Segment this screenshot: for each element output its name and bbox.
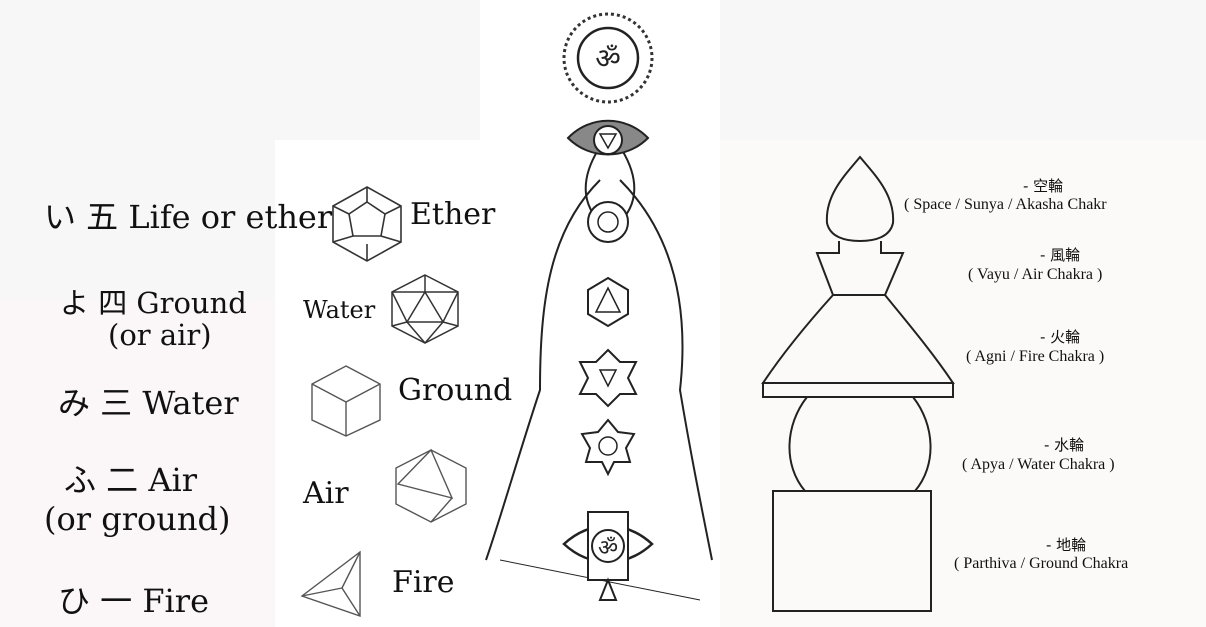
stupa-label-ground-jp: - 地輪 (1046, 534, 1086, 555)
left-item-fire: ひ 一 Fire (58, 576, 209, 622)
air-cap-shape (817, 241, 903, 295)
water-sphere-shape (789, 397, 930, 491)
left-item-water: み 三 Water (58, 378, 239, 424)
tetrahedron-icon (298, 550, 364, 620)
left-item-air: ふ 二 Air (64, 455, 197, 501)
stupa-label-fire-jp: - 火輪 (1040, 326, 1080, 347)
stupa-label-water-en: ( Apya / Water Chakra ) (962, 456, 1115, 474)
cube-icon (310, 364, 382, 438)
stupa-label-ground-en: ( Parthiva / Ground Chakra (954, 555, 1128, 573)
octahedron-icon (394, 448, 468, 524)
ground-cube-shape (773, 491, 931, 611)
svg-text:ॐ: ॐ (595, 42, 621, 75)
third-eye-chakra-icon (568, 121, 648, 155)
left-item-air-note: (or ground) (44, 500, 230, 538)
sacral-chakra-icon (582, 420, 634, 474)
stupa-label-space-en: ( Space / Sunya / Akasha Chakr (904, 196, 1107, 214)
dodecahedron-icon (327, 184, 407, 264)
stupa-label-air-jp: - 風輪 (1040, 244, 1080, 265)
chakra-figure: ॐ ॐ (480, 0, 720, 627)
fire-roof-shape (763, 295, 953, 383)
fire-roof-base (763, 383, 953, 397)
label-fire: Fire (392, 565, 455, 600)
throat-chakra-icon (588, 202, 628, 242)
gorinto-stupa-diagram (755, 155, 975, 615)
stupa-label-fire-en: ( Agni / Fire Chakra ) (966, 348, 1104, 366)
root-chakra-icon: ॐ (564, 512, 652, 600)
crown-chakra-icon: ॐ (564, 14, 652, 102)
stupa-label-water-jp: - 水輪 (1044, 434, 1084, 455)
label-water: Water (303, 296, 375, 324)
label-air: Air (303, 476, 349, 511)
solar-plexus-chakra-icon (580, 350, 636, 406)
icosahedron-icon (388, 272, 462, 346)
stupa-label-space-jp: - 空輪 (1023, 175, 1063, 196)
left-item-ground: よ 四 Ground (60, 280, 247, 322)
heart-chakra-icon (588, 278, 628, 326)
left-item-ground-note: (or air) (108, 318, 212, 352)
svg-text:ॐ: ॐ (598, 536, 618, 561)
left-item-ether: い 五 Life or ether (44, 192, 332, 238)
space-jewel-shape (827, 157, 893, 241)
stupa-label-air-en: ( Vayu / Air Chakra ) (968, 266, 1102, 284)
